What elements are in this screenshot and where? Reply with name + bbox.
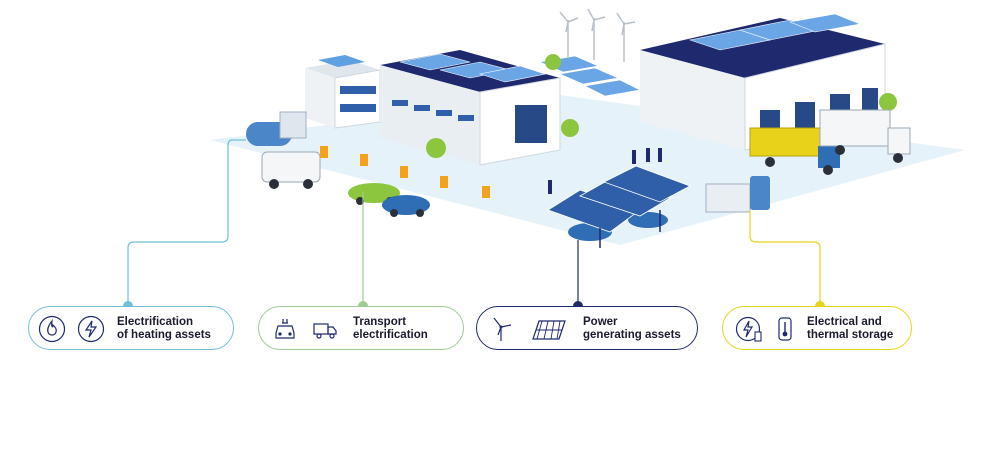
connector-dots (123, 301, 825, 311)
white-truck (819, 109, 911, 163)
category-storage: Electrical and thermal storage (722, 306, 912, 350)
flame-in-circle-icon (38, 315, 66, 343)
category-transport: Transport electrification (258, 306, 464, 350)
electric-car-icon (275, 319, 295, 339)
category-power-label: Power generating assets (583, 316, 681, 341)
solar-carport (547, 165, 691, 248)
thermometer-icon (778, 317, 792, 341)
white-van (261, 151, 321, 189)
battery-lightning-icon (735, 316, 762, 342)
category-power: Power generating assets (476, 306, 698, 350)
trees (426, 54, 897, 158)
storage-connector (749, 210, 821, 306)
center-warehouse (380, 50, 561, 166)
connector-lines (127, 139, 821, 306)
heating-tank (246, 111, 307, 146)
heating-connector (127, 139, 246, 306)
small-office-building (305, 55, 381, 129)
category-transport-label: Transport electrification (353, 316, 428, 341)
category-heating: Electrification of heating assets (28, 306, 234, 350)
battery-storage-unit (705, 176, 770, 213)
tanker-truck (749, 127, 840, 175)
electric-cars (348, 183, 668, 241)
category-heating-label: Electrification of heating assets (117, 316, 211, 341)
category-storage-label: Electrical and thermal storage (807, 316, 894, 341)
solar-panel-icon (532, 320, 566, 340)
people (548, 148, 662, 194)
wind-turbines (559, 8, 636, 62)
lightning-in-circle-icon (77, 315, 105, 343)
electric-truck-icon (313, 323, 337, 339)
ev-chargers (320, 146, 490, 198)
wind-turbine-icon (493, 317, 512, 341)
